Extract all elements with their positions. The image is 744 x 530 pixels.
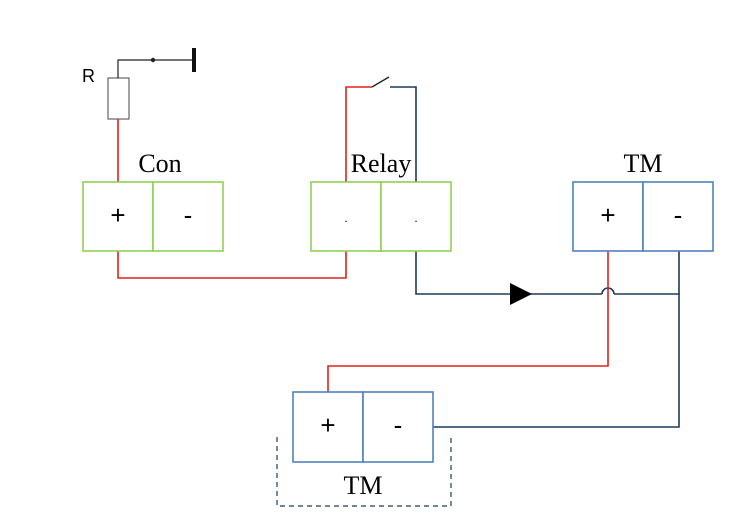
- relay-switch-right-lead: [390, 86, 417, 182]
- relay-terminal-right: [380, 181, 452, 252]
- wire-relay-to-tm-negative: [415, 251, 602, 295]
- relay-title: Relay: [351, 149, 412, 178]
- tm-top-terminal-positive: [572, 181, 644, 252]
- tm-bottom-title: TM: [344, 471, 383, 500]
- wires: [117, 119, 680, 428]
- wire-tm-positive-link: [327, 251, 609, 392]
- tm-top-negative-symbol: -: [674, 200, 683, 230]
- con-negative-symbol: -: [184, 200, 193, 230]
- resistor-assembly: R: [82, 48, 196, 120]
- wire-tm-negative-link: [433, 294, 680, 428]
- con-block: Con + -: [82, 149, 224, 252]
- tm-top-positive-symbol: +: [600, 200, 615, 230]
- con-terminal-positive: [82, 181, 154, 252]
- con-title: Con: [138, 149, 181, 178]
- con-positive-symbol: +: [110, 200, 125, 230]
- relay-left-symbol: .: [344, 211, 347, 225]
- resistor-label: R: [82, 66, 95, 86]
- tm-bottom-positive-symbol: +: [320, 410, 335, 440]
- tm-bottom-terminal-negative: [362, 391, 434, 463]
- wire-crossover-continue: [614, 251, 680, 295]
- relay-switch-left-lead: [345, 86, 372, 182]
- resistor-icon: [107, 77, 130, 120]
- wire-con-to-relay: [117, 251, 347, 279]
- con-terminal-negative: [152, 181, 224, 252]
- resistor-lead: [117, 59, 194, 78]
- relay-right-symbol: .: [414, 211, 417, 225]
- tm-bottom-dashed-enclosure: [276, 437, 452, 507]
- tm-top-title: TM: [624, 149, 663, 178]
- tm-bottom-negative-symbol: -: [394, 410, 403, 440]
- relay-switch-icon: [345, 76, 417, 182]
- diode-arrow-icon: [510, 283, 532, 305]
- relay-block: Relay . .: [310, 149, 452, 252]
- relay-switch-blade: [371, 76, 390, 88]
- tm-top-block: TM + -: [572, 149, 714, 252]
- relay-terminal-left: [310, 181, 382, 252]
- tm-bottom-block: + - TM: [276, 391, 452, 507]
- tm-top-terminal-negative: [642, 181, 714, 252]
- junction-dot: [150, 57, 156, 63]
- tm-bottom-terminal-positive: [292, 391, 364, 463]
